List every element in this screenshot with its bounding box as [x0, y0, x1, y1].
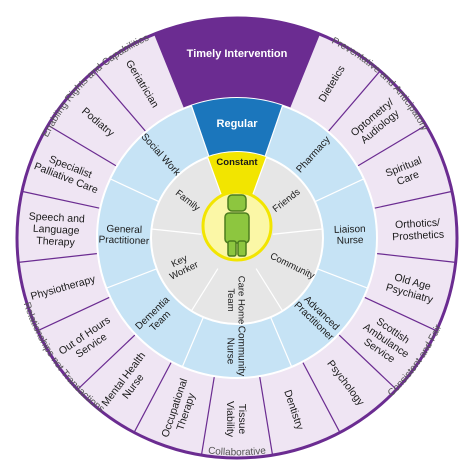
inner-ring-dividers: [151, 156, 323, 312]
outer-divider: [363, 296, 437, 332]
middle-label-community-nurse: CommunityNurse: [225, 326, 247, 377]
regular-label: Regular: [217, 118, 259, 130]
outer-divider: [200, 376, 215, 456]
outer-divider: [327, 70, 381, 133]
constant-label: Constant: [216, 157, 258, 168]
inner-divider: [151, 228, 202, 235]
outer-divider: [154, 33, 186, 109]
outer-divider: [376, 252, 456, 263]
outer-divider: [18, 252, 98, 263]
outer-divider: [356, 124, 427, 167]
middle-ring-dividers: [106, 105, 368, 368]
regular-sector: [191, 98, 283, 157]
inner-divider: [255, 268, 284, 312]
outer-label-orthotics-prosthetics: Orthotics/Prosthetics: [391, 217, 444, 244]
center-person: [201, 190, 273, 262]
outer-divider: [301, 361, 341, 433]
middle-divider: [106, 268, 157, 289]
constant-sector: [207, 151, 267, 205]
inner-divider: [190, 268, 219, 312]
middle-divider: [317, 268, 368, 289]
outer-divider: [259, 376, 274, 456]
middle-divider: [181, 316, 204, 368]
middle-divider: [270, 316, 293, 368]
timely-intervention-label: Timely Intervention: [187, 48, 288, 60]
outer-label-tissue-viability: TissueViability: [224, 401, 248, 438]
outer-divider: [21, 190, 101, 209]
outer-divider: [373, 190, 453, 209]
outer-divider: [338, 333, 397, 390]
middle-label-liaison-nurse: LiaisonNurse: [334, 224, 366, 247]
outer-divider: [288, 33, 320, 109]
outer-ring-dividers: [18, 33, 456, 456]
middle-divider: [190, 105, 210, 157]
middle-label-general-practitioner: GeneralPractitioner: [98, 223, 150, 247]
middle-divider: [264, 105, 284, 157]
person-icon: [224, 194, 250, 257]
inner-label-care-home-team: Care HomeTeam: [225, 276, 247, 325]
outer-label-speech-and-language-therapy: Speech andLanguageTherapy: [27, 210, 85, 249]
middle-divider: [314, 178, 365, 203]
outer-divider: [37, 296, 111, 332]
outer-divider: [133, 361, 173, 433]
outer-divider: [77, 333, 136, 390]
timely-intervention-sector: [154, 18, 320, 109]
inner-divider: [272, 228, 323, 235]
outer-divider: [93, 70, 147, 133]
middle-divider: [109, 178, 160, 203]
collaborative-label: Collaborative: [207, 445, 266, 458]
outer-divider: [47, 124, 118, 167]
